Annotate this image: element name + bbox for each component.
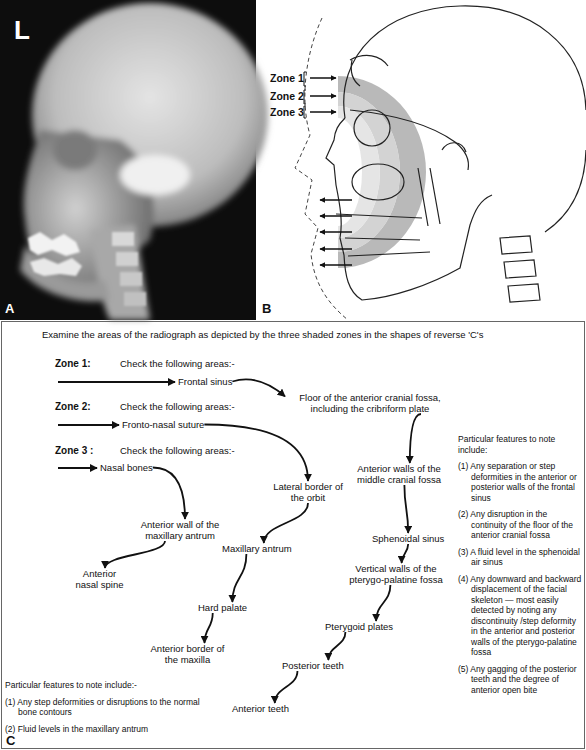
anatomy-step: Nasal bones <box>100 462 153 473</box>
anatomy-step: Floor of the anterior cranial fossa, inc… <box>285 392 455 414</box>
anatomy-step: Anterior walls of the middle cranial fos… <box>345 463 453 485</box>
flow-arrow <box>410 414 421 463</box>
notes-column: Particular features to note include:- (1)… <box>5 680 220 740</box>
skull-drawing <box>295 6 586 320</box>
step-text: Floor of the anterior cranial fossa, inc… <box>285 392 455 414</box>
anatomy-step: Vertical walls of the pterygo-palatine f… <box>340 563 452 585</box>
note-item: (3) A fluid level in the sphenoidal air … <box>458 547 582 568</box>
note-item: (2) Any disruption in the continuity of … <box>458 509 582 541</box>
flow-arrow <box>404 485 408 533</box>
panel-frame <box>2 322 585 749</box>
note-item: (4) Any downward and backward displaceme… <box>458 574 582 658</box>
flow-arrow <box>232 554 246 602</box>
zone-heading: Zone 1: <box>55 358 91 370</box>
zone-heading: Zone 3 : <box>55 445 93 457</box>
step-text: Nasal bones <box>100 462 153 473</box>
note-item: (2) Fluid levels in the maxillary antrum <box>5 724 220 735</box>
step-text: Maxillary antrum <box>222 543 292 554</box>
anatomy-step: Anterior nasal spine <box>72 568 127 590</box>
anatomy-step: Posterior teeth <box>282 660 344 671</box>
notes-heading: Particular features to note include:- <box>5 680 220 691</box>
zone-instruction: Check the following areas:- <box>120 445 235 457</box>
skull-outline <box>326 6 586 302</box>
step-text: Pterygoid plates <box>325 621 393 632</box>
xray-teeth <box>28 232 146 306</box>
panel-letter: A <box>5 302 14 316</box>
panel-letter: B <box>262 302 271 316</box>
anatomy-step: Sphenoidal sinus <box>372 533 444 544</box>
flow-arrow <box>205 613 213 643</box>
film-marker: L <box>14 16 30 44</box>
panel-heading: Examine the areas of the radiograph as d… <box>42 329 483 340</box>
note-item: (1) Any step deformities or disruptions … <box>5 697 220 718</box>
anatomy-step: Fronto-nasal suture <box>122 419 204 430</box>
anatomy-step: Lateral border of the orbit <box>272 481 344 503</box>
step-text: Vertical walls of the pterygo-palatine f… <box>340 563 452 585</box>
soft-tissue-profile <box>295 18 348 320</box>
zone-pointer-arrows <box>310 78 352 265</box>
anatomy-step: Maxillary antrum <box>222 543 292 554</box>
anatomy-step: Anterior wall of the maxillary antrum <box>130 519 230 541</box>
zone-label: Zone 3 <box>270 106 304 118</box>
notes-heading: Particular features to note include: <box>458 434 582 455</box>
step-text: Anterior nasal spine <box>72 568 127 590</box>
flow-arrow <box>264 503 308 543</box>
step-text: Anterior wall of the maxillary antrum <box>130 519 230 541</box>
anatomy-step: Frontal sinus <box>178 376 232 387</box>
anatomy-step: Anterior border of the maxilla <box>145 643 230 665</box>
anatomy-step: Pterygoid plates <box>325 621 393 632</box>
step-text: Posterior teeth <box>282 660 344 671</box>
step-text: Lateral border of the orbit <box>272 481 344 503</box>
step-text: Sphenoidal sinus <box>372 533 444 544</box>
flow-arrow <box>204 425 308 482</box>
step-text: Fronto-nasal suture <box>122 419 204 430</box>
notes-column: Particular features to note include: (1) … <box>458 434 582 701</box>
flow-arrow <box>105 541 165 568</box>
flow-arrow <box>232 379 285 396</box>
flow-arrow <box>275 671 298 703</box>
note-item: (1) Any separation or step deformities i… <box>458 461 582 503</box>
zone-3-band <box>338 106 380 238</box>
flow-arrow <box>376 585 390 621</box>
zone-brackets <box>304 72 306 118</box>
panel-letter: C <box>6 734 15 748</box>
zone-heading: Zone 2: <box>55 401 91 413</box>
step-text: Anterior teeth <box>232 703 289 714</box>
zone-instruction: Check the following areas:- <box>120 401 235 413</box>
zone-label: Zone 1 <box>270 72 304 84</box>
anatomy-step: Anterior teeth <box>232 703 289 714</box>
flow-arrow <box>402 544 409 563</box>
anatomy-step: Hard palate <box>198 602 247 613</box>
xray-skull <box>20 3 268 320</box>
zone-label: Zone 2 <box>270 90 304 102</box>
radiograph <box>0 0 268 320</box>
step-text: Anterior border of the maxilla <box>145 643 230 665</box>
zone-instruction: Check the following areas:- <box>120 358 235 370</box>
flow-arrow <box>328 632 345 660</box>
flow-arrow <box>153 468 185 520</box>
step-text: Anterior walls of the middle cranial fos… <box>345 463 453 485</box>
note-item: (5) Any gagging of the posterior teeth a… <box>458 664 582 696</box>
step-text: Hard palate <box>198 602 247 613</box>
step-text: Frontal sinus <box>178 376 232 387</box>
